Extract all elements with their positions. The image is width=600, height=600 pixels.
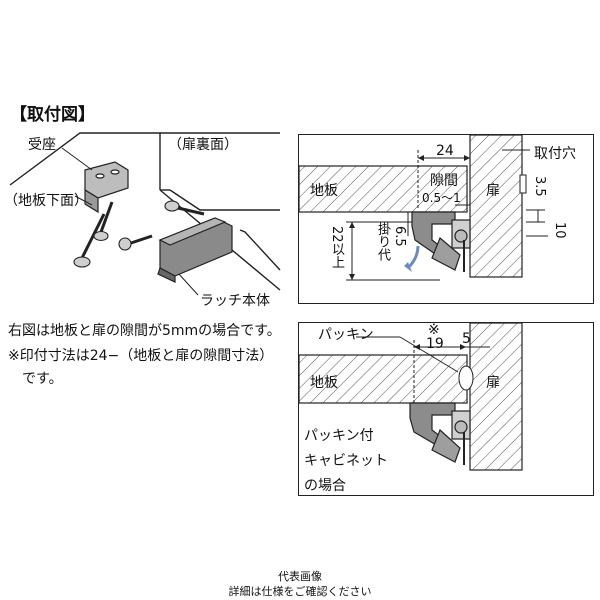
label-case-2: キャビネット (304, 453, 388, 469)
door-panel-2 (469, 322, 523, 471)
label-overlap: 掛り代 (375, 222, 390, 261)
dimension-lines-2 (356, 336, 490, 405)
label-door-bottom: 扉 (486, 375, 500, 391)
dimension-lines (346, 149, 548, 281)
screw-4 (164, 200, 205, 216)
seat-bracket (84, 161, 129, 214)
door-panel (469, 134, 523, 278)
mount-hole (519, 174, 527, 194)
dim-6-5: 6.5 (392, 226, 407, 247)
swing-arrowhead (404, 262, 412, 272)
label-latch-body: ラッチ本体 (200, 293, 270, 309)
dim-24: 24 (436, 143, 454, 159)
footer-line-1: 代表画像 (278, 570, 322, 583)
label-case-3: の場合 (304, 478, 346, 494)
dim-10: 10 (552, 222, 567, 239)
dimension-arrowheads-2 (414, 344, 466, 350)
asterisk-mark: ※ (428, 322, 440, 338)
latch-mechanism-2 (409, 402, 471, 465)
label-shelf-bottom: （地板下面） (4, 193, 88, 209)
footer-line-2: 詳細は仕様をご確認ください (228, 585, 372, 598)
label-seat: 受座 (28, 137, 56, 153)
latch-mechanism (411, 211, 471, 272)
dimension-arrowheads (349, 155, 470, 280)
dim-5: 5 (462, 331, 471, 347)
leader-lines (61, 147, 199, 296)
label-case-1: パッキン付 (304, 428, 374, 444)
dim-gap: 0.5～1 (422, 191, 461, 205)
note-line-1: 右図は地板と扉の隙間が5mmの場合です。 (8, 323, 281, 339)
label-shelf-top: 地板 (310, 183, 338, 199)
screw-3 (118, 234, 153, 251)
screw-2 (93, 201, 114, 242)
label-mount-hole: 取付穴 (534, 146, 576, 162)
shelf-board-2 (298, 354, 468, 404)
screw-1 (73, 213, 106, 268)
label-shelf-bottom-diagram: 地板 (310, 375, 338, 391)
dim-3-5: 3.5 (532, 176, 547, 197)
dim-19: 19 (426, 336, 444, 352)
note-line-2: ※印付寸法は24−（地板と扉の隙間寸法） (8, 348, 274, 364)
latch-body (157, 217, 233, 283)
label-22-more: 22以上 (329, 226, 344, 269)
label-door-top: 扉 (486, 183, 500, 199)
shelf-board (298, 165, 468, 213)
note-line-3: です。 (22, 371, 63, 387)
label-door-back: （扉裏面） (168, 137, 238, 153)
label-gap: 隙間 (430, 173, 458, 189)
label-packing: パッキン (318, 327, 374, 343)
section-heading: 【取付図】 (10, 105, 95, 125)
packing (458, 365, 474, 391)
